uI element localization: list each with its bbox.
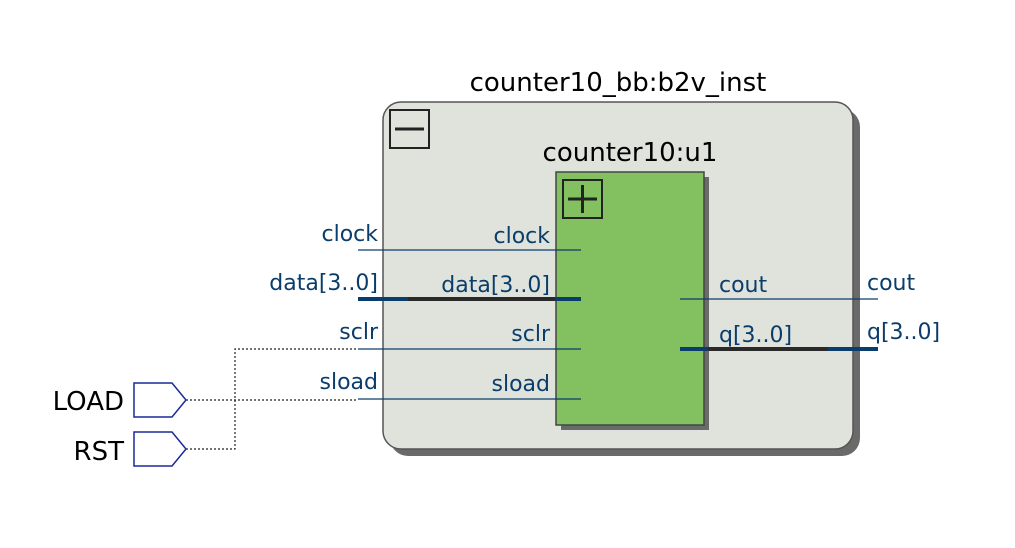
inner-port-data: data[3..0] <box>441 273 550 298</box>
outer-port-data: data[3..0] <box>269 271 378 296</box>
inner-port-clock: clock <box>493 224 550 249</box>
inner-port-q: q[3..0] <box>719 323 792 348</box>
wire-rst-to-sclr <box>186 348 358 450</box>
outer-port-q: q[3..0] <box>867 320 940 345</box>
inner-port-sclr: sclr <box>511 322 551 347</box>
input-pin-rst[interactable] <box>133 431 187 467</box>
outer-port-sclr: sclr <box>339 320 379 345</box>
input-pin-load[interactable] <box>133 382 187 418</box>
outer-block-title: counter10_bb:b2v_inst <box>470 68 767 98</box>
inner-port-sload: sload <box>492 372 550 397</box>
input-label-load: LOAD <box>53 387 124 417</box>
inner-block-title: counter10:u1 <box>543 138 718 168</box>
input-label-rst: RST <box>74 437 125 467</box>
expand-button[interactable] <box>562 179 603 219</box>
outer-port-cout: cout <box>867 271 915 296</box>
inner-port-cout: cout <box>719 273 767 298</box>
outer-port-clock: clock <box>321 222 378 247</box>
collapse-button[interactable] <box>389 109 430 149</box>
outer-port-sload: sload <box>320 370 378 395</box>
